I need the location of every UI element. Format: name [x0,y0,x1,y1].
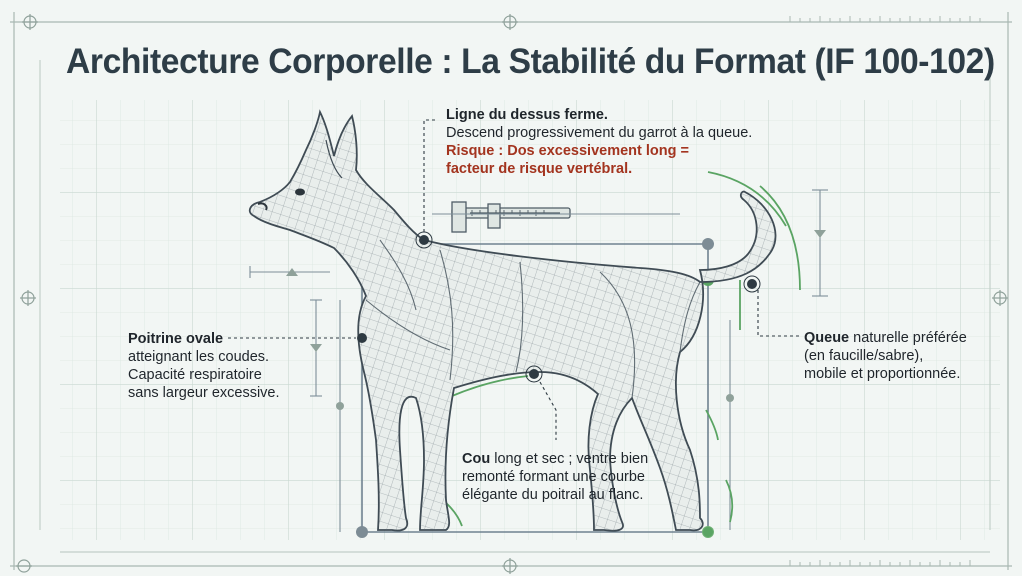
neck-line3: élégante du poitrail au flanc. [462,487,644,503]
target-marker-icon [357,231,761,383]
neck-line2: remonté formant une courbe [462,469,645,485]
topline-heading: Ligne du dessus ferme. [446,107,608,123]
topline-risk-line2: facteur de risque vertébral. [446,161,633,177]
dog-wireframe [248,109,777,532]
accent-arcs [439,171,801,527]
leader-lines [228,119,800,440]
tail-line3: mobile et proportionnée. [804,366,961,382]
chest-line3: sans largeur excessive. [128,385,280,401]
page-title: Architecture Corporelle : La Stabilité d… [66,42,995,81]
tail-line2: (en faucille/sabre), [804,348,924,364]
chest-line2: Capacité respiratoire [128,367,262,383]
measurement-box [361,243,709,533]
topline-description: Descend progressivement du garrot à la q… [446,125,753,141]
chest-line1: atteignant les coudes. [128,349,270,365]
dimension-arrow-markers [286,230,826,410]
tail-line1: naturelle préférée [849,330,967,346]
topline-risk-line1: Risque : Dos excessivement long = [446,143,689,159]
dimension-lines [60,189,990,553]
crosshair-icon [16,14,1008,574]
chest-heading: Poitrine ovale [128,331,224,347]
ruler-ticks [789,16,981,566]
neck-annotation: Cou long et sec ; ventre bien remonté fo… [462,450,648,504]
neck-line1: long et sec ; ventre bien [490,451,649,467]
neck-heading: Cou [462,451,491,467]
caliper-icon [451,201,571,233]
tail-annotation: Queue naturelle préférée (en faucille/sa… [804,329,967,383]
chest-annotation: Poitrine ovale atteignant les coudes. Ca… [128,330,280,402]
tail-heading: Queue [804,330,850,346]
topline-annotation: Ligne du dessus ferme. Descend progressi… [446,106,752,178]
